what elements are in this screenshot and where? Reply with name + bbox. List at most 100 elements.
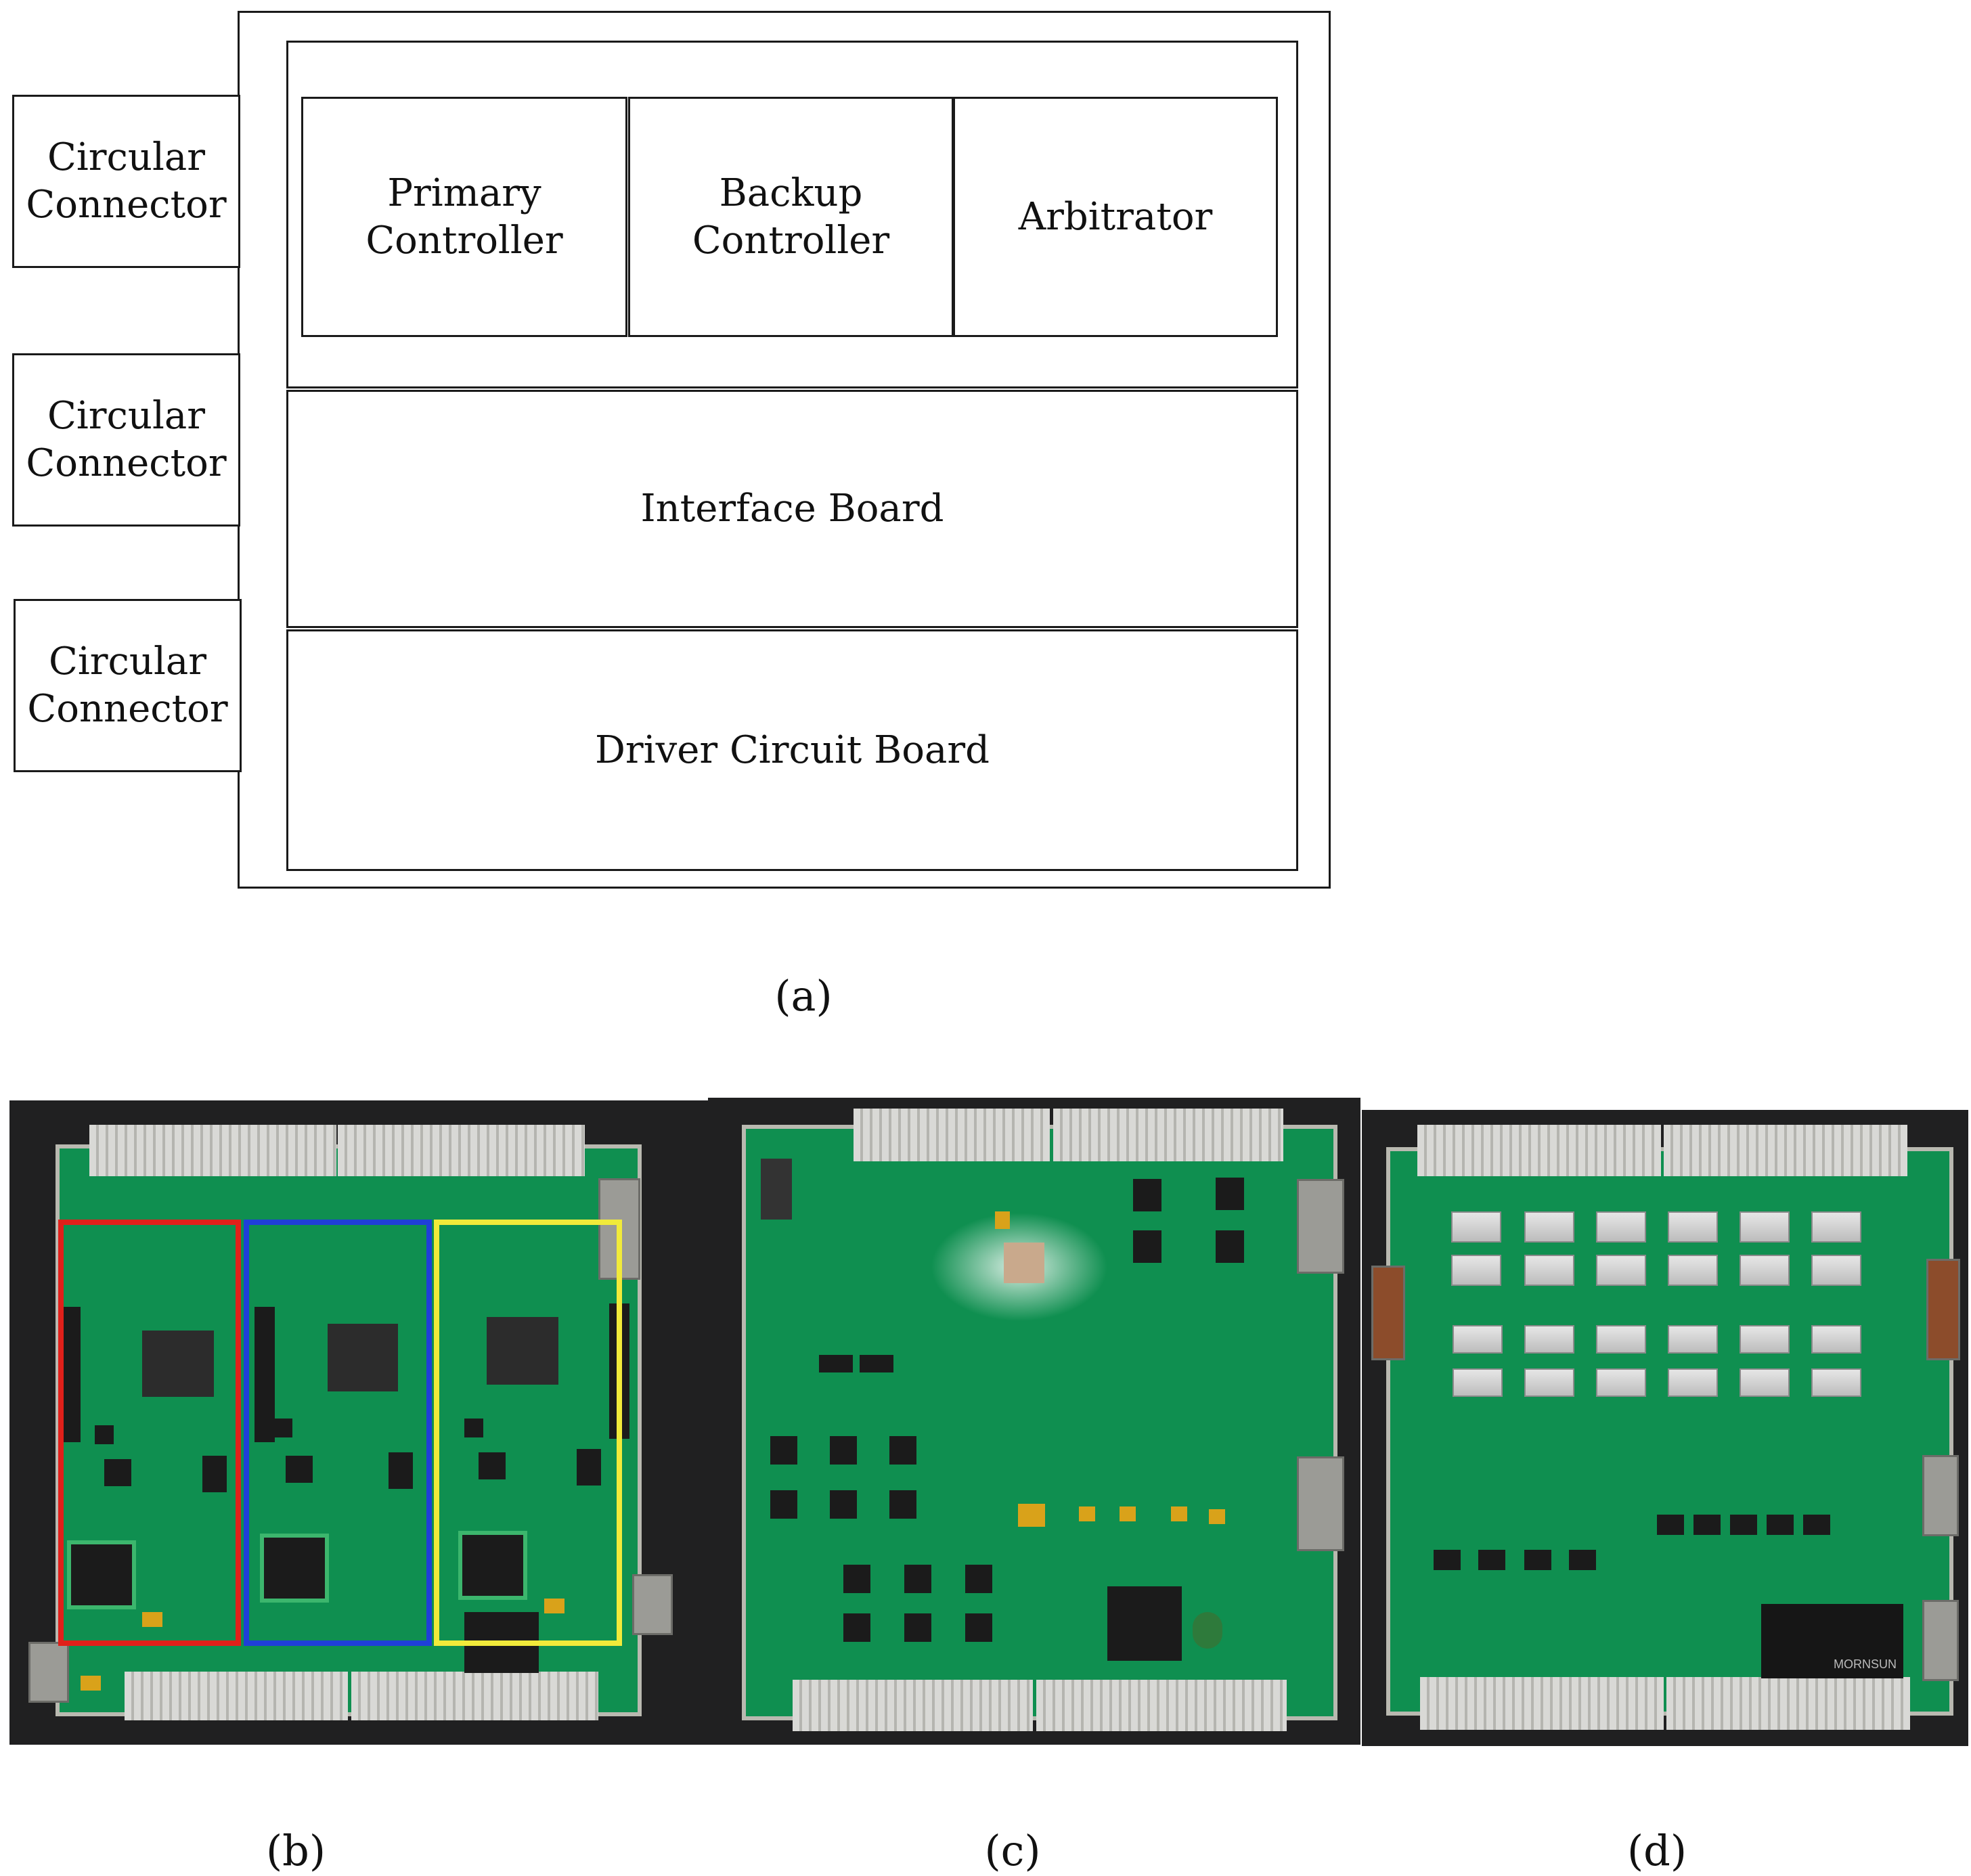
relay bbox=[1451, 1211, 1501, 1243]
ic-chip bbox=[761, 1159, 792, 1220]
relay bbox=[1524, 1211, 1574, 1243]
relay bbox=[1668, 1255, 1718, 1286]
ic-chip bbox=[95, 1425, 114, 1444]
relay bbox=[1596, 1325, 1646, 1354]
relay bbox=[1596, 1368, 1646, 1397]
ic-chip bbox=[830, 1436, 857, 1465]
header-connector bbox=[1036, 1680, 1287, 1731]
ic-chip bbox=[770, 1490, 797, 1519]
header-connector bbox=[351, 1672, 598, 1720]
driver-circuit-board-label: Driver Circuit Board bbox=[595, 728, 990, 772]
capacitor bbox=[81, 1676, 101, 1691]
dsub-connector bbox=[1297, 1456, 1344, 1551]
backup-controller-highlight bbox=[244, 1220, 432, 1646]
relay bbox=[1740, 1325, 1790, 1354]
power-module-label: MORNSUN bbox=[1834, 1657, 1897, 1671]
power-module bbox=[1107, 1586, 1182, 1661]
arbitrator-block: Arbitrator bbox=[953, 97, 1278, 337]
caption-a: (a) bbox=[774, 971, 833, 1021]
ic-chip bbox=[1767, 1515, 1794, 1535]
caption-b: (b) bbox=[265, 1826, 326, 1875]
capacitor bbox=[1120, 1506, 1136, 1521]
ic-chip bbox=[273, 1419, 292, 1437]
capacitor bbox=[995, 1211, 1010, 1229]
capacitor bbox=[1018, 1504, 1045, 1527]
primary-controller-highlight bbox=[58, 1220, 241, 1646]
relay bbox=[1524, 1368, 1574, 1397]
relay bbox=[1596, 1211, 1646, 1243]
photo-interface-board bbox=[708, 1098, 1360, 1745]
header-connector bbox=[125, 1672, 348, 1720]
relay bbox=[1668, 1368, 1718, 1397]
header-connector bbox=[1664, 1125, 1907, 1176]
relay bbox=[1524, 1325, 1574, 1354]
interface-board-label: Interface Board bbox=[640, 487, 944, 531]
header-connector bbox=[1053, 1109, 1283, 1161]
relay bbox=[1811, 1325, 1861, 1354]
ic-chip bbox=[1693, 1515, 1721, 1535]
processor-chip bbox=[328, 1324, 398, 1391]
circular-connector-2: Circular Connector bbox=[12, 353, 240, 527]
arbitrator-highlight bbox=[434, 1220, 622, 1646]
relay bbox=[1740, 1255, 1790, 1286]
ic-chip bbox=[904, 1565, 931, 1593]
capacitor bbox=[142, 1612, 162, 1627]
header-connector bbox=[89, 1125, 336, 1176]
dsub-connector bbox=[1371, 1266, 1405, 1360]
processor-chip bbox=[487, 1317, 558, 1385]
ic-module bbox=[260, 1534, 329, 1603]
circular-connector-3-label: Circular Connector bbox=[27, 640, 228, 731]
relay bbox=[1668, 1325, 1718, 1354]
ic-chip bbox=[1216, 1178, 1244, 1210]
ic-chip bbox=[60, 1307, 81, 1442]
ic-chip bbox=[1569, 1550, 1596, 1570]
relay bbox=[1453, 1368, 1503, 1397]
relay bbox=[1596, 1255, 1646, 1286]
header-connector bbox=[1417, 1125, 1661, 1176]
dsub-connector bbox=[632, 1574, 673, 1635]
header-connector bbox=[338, 1125, 585, 1176]
header-connector bbox=[854, 1109, 1050, 1161]
relay bbox=[1740, 1368, 1790, 1397]
relay bbox=[1451, 1255, 1501, 1286]
ic-chip bbox=[965, 1565, 992, 1593]
circular-connector-3: Circular Connector bbox=[14, 599, 242, 772]
circular-connector-2-label: Circular Connector bbox=[26, 394, 227, 485]
relay bbox=[1524, 1255, 1574, 1286]
dsub-connector bbox=[1922, 1455, 1959, 1536]
relay bbox=[1668, 1211, 1718, 1243]
ic-chip bbox=[770, 1436, 797, 1465]
circular-connector-1: Circular Connector bbox=[12, 95, 240, 268]
relay bbox=[1811, 1368, 1861, 1397]
ic-chip bbox=[860, 1355, 893, 1372]
ceramic-processor bbox=[1004, 1243, 1044, 1283]
arbitrator-label: Arbitrator bbox=[1018, 194, 1213, 239]
ic-chip bbox=[1478, 1550, 1505, 1570]
ic-chip bbox=[1133, 1179, 1161, 1211]
backup-controller-block: Backup Controller bbox=[628, 97, 954, 337]
ic-chip bbox=[889, 1436, 916, 1465]
ic-chip bbox=[464, 1419, 483, 1437]
photo-driver-circuit-board: MORNSUN bbox=[1362, 1110, 1968, 1746]
interface-board-block: Interface Board bbox=[286, 390, 1298, 628]
ic-chip bbox=[104, 1459, 131, 1486]
driver-circuit-board-block: Driver Circuit Board bbox=[286, 629, 1298, 871]
ic-chip bbox=[202, 1456, 227, 1492]
caption-c: (c) bbox=[984, 1826, 1041, 1875]
ic-chip bbox=[830, 1490, 857, 1519]
backup-controller-label: Backup Controller bbox=[692, 171, 890, 263]
header-connector bbox=[1420, 1677, 1664, 1730]
ic-chip bbox=[1133, 1230, 1161, 1263]
ic-module bbox=[67, 1540, 136, 1609]
dsub-connector bbox=[1922, 1600, 1959, 1681]
ic-chip bbox=[1730, 1515, 1757, 1535]
relay bbox=[1740, 1211, 1790, 1243]
dsub-connector bbox=[28, 1642, 69, 1703]
photo-controller-board bbox=[9, 1100, 708, 1745]
header-connector bbox=[1666, 1677, 1910, 1730]
ic-chip bbox=[843, 1613, 870, 1642]
ic-chip bbox=[286, 1456, 313, 1483]
ic-chip bbox=[965, 1613, 992, 1642]
relay bbox=[1811, 1211, 1861, 1243]
ic-chip bbox=[843, 1565, 870, 1593]
